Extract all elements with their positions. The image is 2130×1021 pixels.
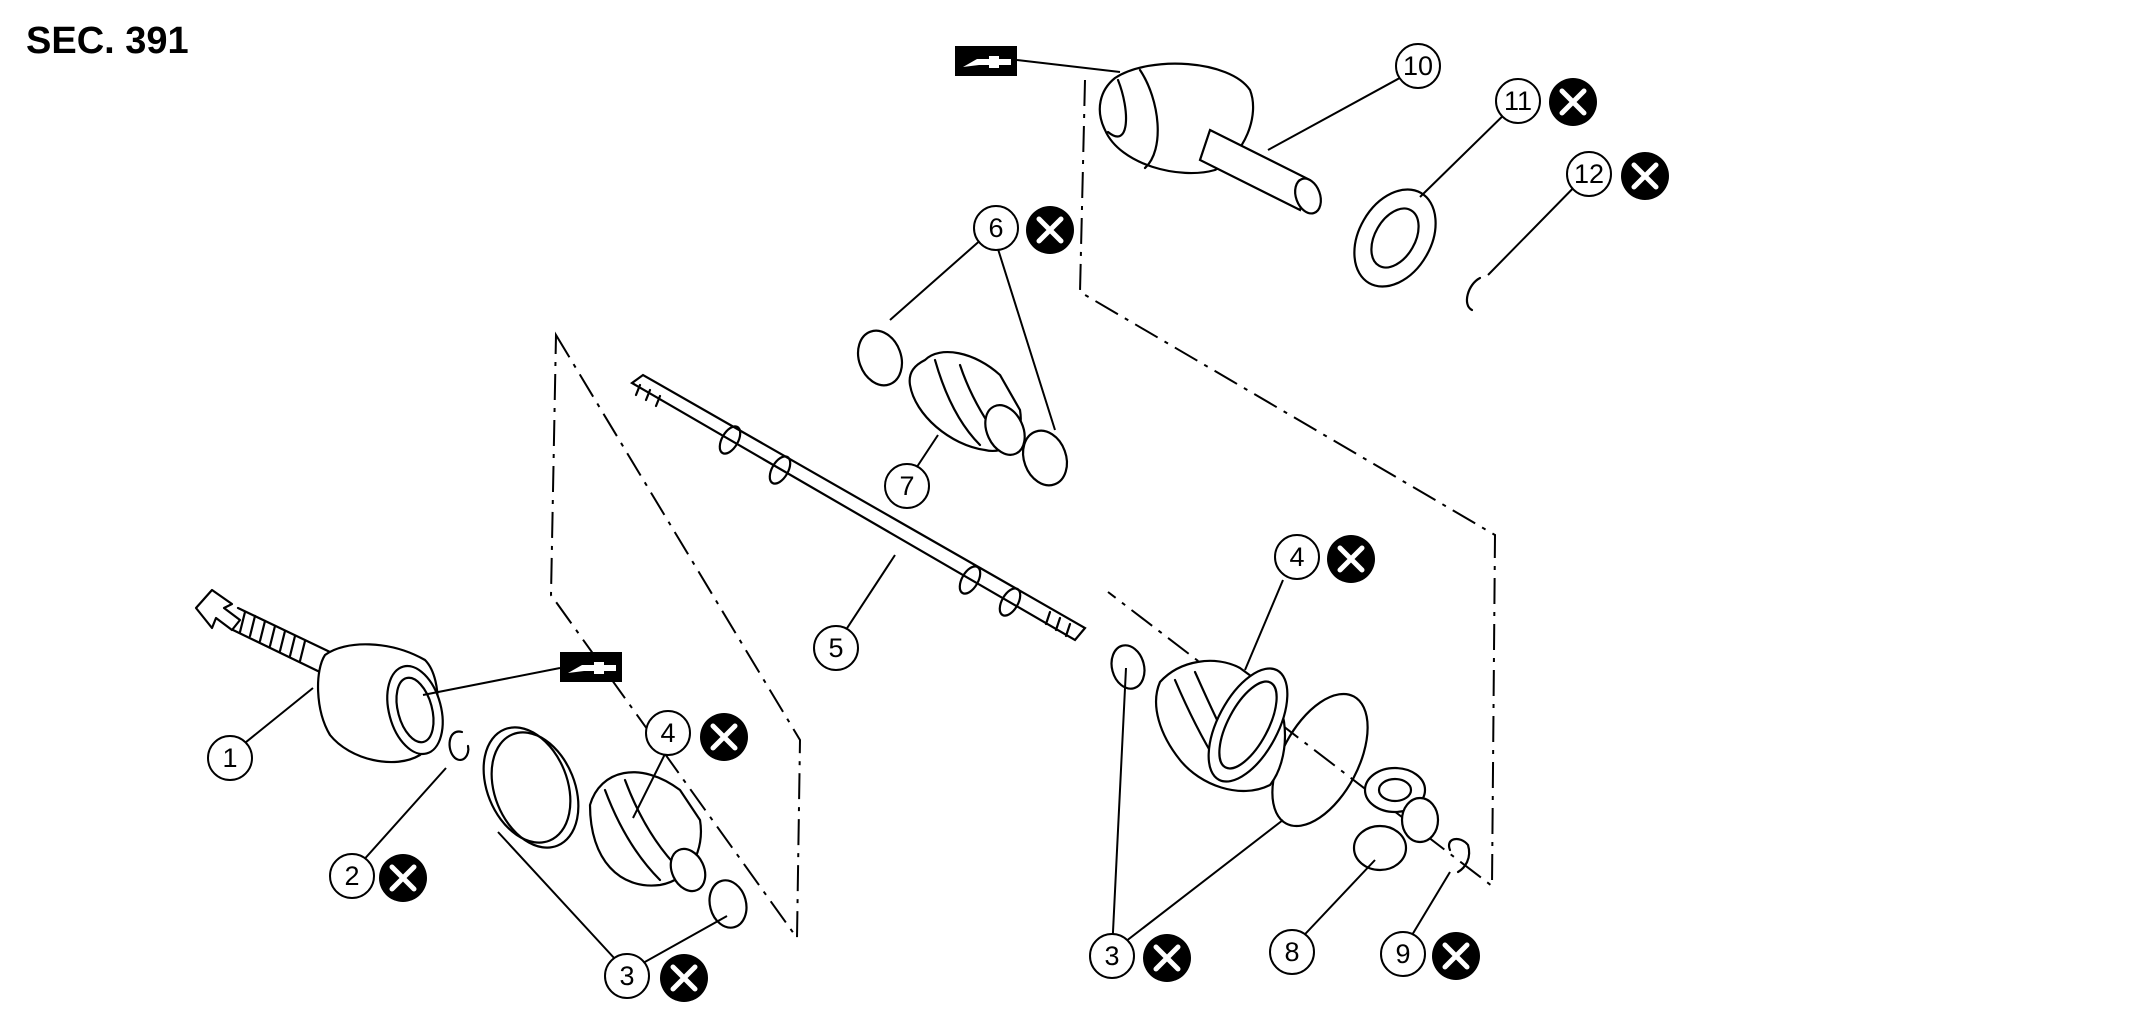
joint-housing-10 [1098, 62, 1322, 215]
svg-text:6: 6 [988, 213, 1003, 243]
svg-text:4: 4 [660, 718, 675, 748]
callout-4-left: 4 [645, 710, 691, 756]
svg-text:10: 10 [1403, 51, 1433, 81]
boot-band-6-left [856, 329, 904, 387]
always-replace-x-icon [1432, 932, 1480, 980]
svg-text:1: 1 [222, 743, 237, 773]
always-replace-x-icon [660, 954, 708, 1002]
callout-7: 7 [884, 463, 930, 509]
svg-text:8: 8 [1284, 937, 1299, 967]
right-joint-frame [1078, 79, 1497, 889]
callout-2: 2 [329, 853, 375, 899]
always-replace-x-icon [379, 854, 427, 902]
callout-4-right: 4 [1274, 534, 1320, 580]
svg-text:11: 11 [1504, 86, 1532, 116]
callout-5: 5 [813, 625, 859, 671]
shaft-5 [629, 373, 1087, 642]
callout-12: 12 [1566, 151, 1612, 197]
svg-text:7: 7 [899, 471, 914, 501]
section-title: SEC. 391 [26, 20, 189, 62]
svg-text:3: 3 [1104, 941, 1119, 971]
snap-ring-12 [1465, 276, 1482, 312]
boot-4-left [588, 771, 707, 893]
outer-joint-assembly [231, 606, 444, 764]
boot-7 [908, 351, 1026, 456]
svg-text:5: 5 [828, 633, 843, 663]
callout-9: 9 [1380, 931, 1426, 977]
callout-8: 8 [1269, 929, 1315, 975]
callout-3-right: 3 [1089, 933, 1135, 979]
always-replace-x-icon [1327, 535, 1375, 583]
boot-band-6-right [1021, 429, 1069, 487]
svg-text:12: 12 [1574, 159, 1604, 189]
seal-washer-11 [1353, 188, 1437, 288]
boot-4-right [1155, 659, 1289, 793]
callout-6: 6 [973, 205, 1019, 251]
boot-band-3-small [708, 879, 748, 929]
boot-band-3-right-large [1271, 692, 1369, 828]
svg-text:9: 9 [1395, 939, 1410, 969]
callout-10: 10 [1395, 43, 1441, 89]
boot-band-3-large [482, 726, 572, 844]
callout-1: 1 [207, 735, 253, 781]
always-replace-x-icon [1143, 934, 1191, 982]
callout-3-left: 3 [604, 953, 650, 999]
wheel-side-arrow-icon [194, 588, 242, 632]
always-replace-x-icon [700, 713, 748, 761]
svg-text:3: 3 [619, 961, 634, 991]
always-replace-x-icon [1549, 78, 1597, 126]
always-replace-x-icon [1621, 152, 1669, 200]
spider-assembly-8 [1352, 766, 1440, 872]
svg-text:4: 4 [1289, 542, 1304, 572]
grease-gun-icon [560, 652, 622, 682]
boot-band-3-right-small [1110, 644, 1146, 690]
snap-ring-9 [1447, 837, 1471, 874]
always-replace-x-icon [1026, 206, 1074, 254]
grease-gun-icon [955, 46, 1017, 76]
callout-11: 11 [1495, 78, 1541, 124]
snap-ring-2 [448, 730, 470, 762]
svg-text:2: 2 [344, 861, 359, 891]
